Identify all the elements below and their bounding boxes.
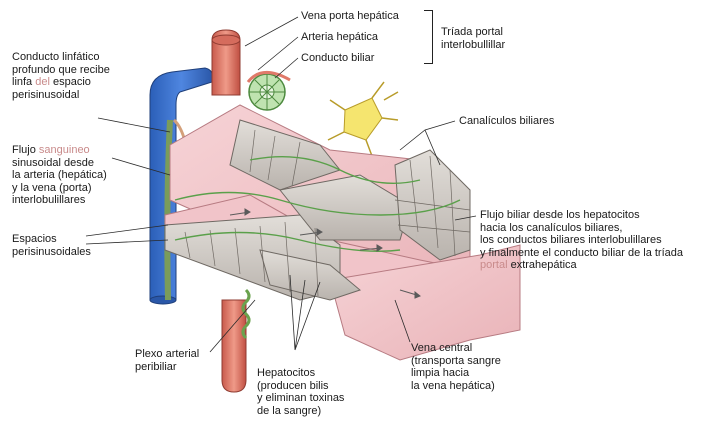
- label-hepatocitos: Hepatocitos (producen bilis y eliminan t…: [257, 367, 344, 417]
- flujo-text-sanguineo: sanguineo: [39, 144, 90, 156]
- label-conducto-biliar: Conducto biliar: [301, 52, 374, 65]
- label-vena-porta: Vena porta hepática: [301, 10, 399, 23]
- triada-brace: [424, 10, 433, 64]
- flujo-text-b: sinusoidal desde la arteria (hepática) y…: [12, 157, 107, 207]
- label-plexo-arterial: Plexo arterial peribiliar: [135, 348, 199, 373]
- bile-duct: [248, 72, 290, 110]
- stellate-cell: [328, 82, 398, 156]
- label-canaliculos-biliares: Canalículos biliares: [459, 115, 554, 128]
- label-arteria-hepatica: Arteria hepática: [301, 31, 378, 44]
- flujo-biliar-text-portal: portal: [480, 259, 508, 271]
- label-flujo-biliar: Flujo biliar desde los hepatocitos hacia…: [480, 209, 683, 272]
- label-conducto-linfatico: Conducto linfático profundo que recibe l…: [12, 51, 110, 101]
- label-vena-central: Vena central (transporta sangre limpia h…: [411, 342, 501, 392]
- flujo-biliar-text-a: Flujo biliar desde los hepatocitos hacia…: [480, 209, 683, 259]
- label-espacios-perisinusoidales: Espacios perisinusoidales: [12, 233, 91, 258]
- label-flujo-sanguineo: Flujo sanguineo sinusoidal desde la arte…: [12, 144, 107, 207]
- flujo-text-a: Flujo: [12, 144, 39, 156]
- linfatico-text-del: del: [35, 76, 50, 88]
- flujo-biliar-text-b: extrahepática: [508, 259, 577, 271]
- label-triada-portal: Tríada portal interlobullillar: [441, 26, 505, 51]
